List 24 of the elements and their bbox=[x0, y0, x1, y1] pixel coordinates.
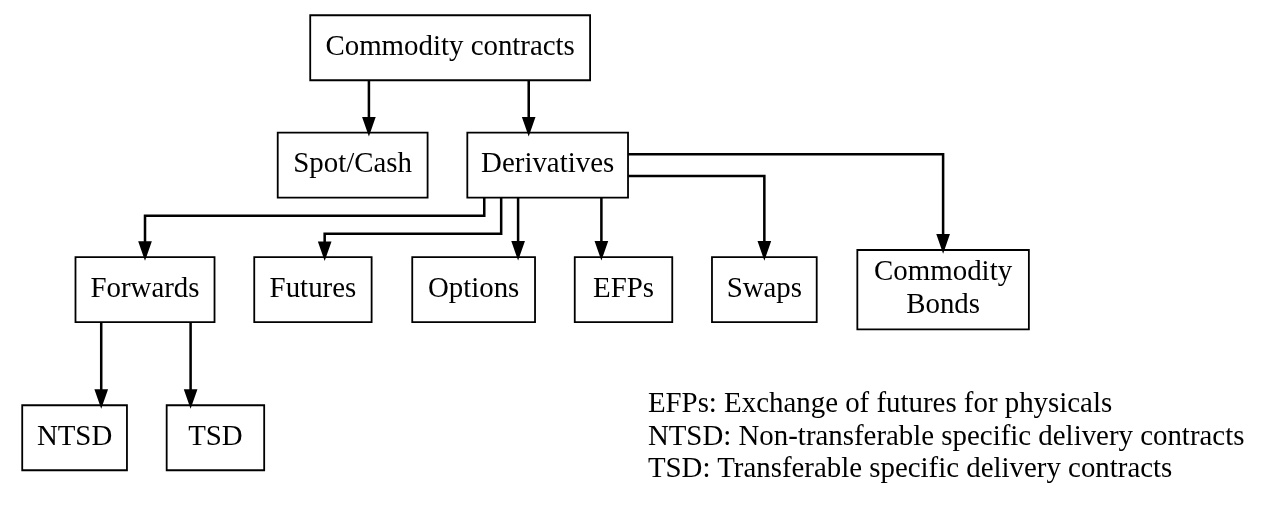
node-box: NTSD bbox=[20, 404, 128, 472]
node-box: Commodity contracts bbox=[308, 14, 591, 82]
arrow bbox=[317, 197, 502, 261]
arrow bbox=[93, 322, 108, 409]
node-box: EFPs bbox=[573, 256, 673, 324]
arrow bbox=[183, 322, 197, 409]
node-box: Swaps bbox=[710, 256, 818, 324]
arrow bbox=[627, 174, 771, 261]
arrow bbox=[521, 80, 536, 137]
node-box: Spot/Cash bbox=[276, 131, 428, 199]
node-box: TSD bbox=[165, 404, 265, 472]
arrow bbox=[137, 198, 485, 261]
node-box: Futures bbox=[252, 256, 373, 324]
arrow bbox=[627, 153, 950, 254]
node-box: Commodity Bonds bbox=[855, 249, 1030, 331]
arrow bbox=[510, 197, 525, 261]
label: EFPs: Exchange of futures for physicals bbox=[647, 386, 1112, 419]
label: NTSD: Non-transferable specific delivery contracts bbox=[647, 418, 1244, 451]
node-box: Forwards bbox=[74, 256, 215, 324]
arrow bbox=[594, 197, 608, 261]
node-box: Derivatives bbox=[465, 131, 629, 199]
node-box: Options bbox=[410, 256, 536, 324]
arrow bbox=[361, 80, 376, 137]
label: TSD: Transferable specific delivery contracts bbox=[647, 451, 1172, 484]
